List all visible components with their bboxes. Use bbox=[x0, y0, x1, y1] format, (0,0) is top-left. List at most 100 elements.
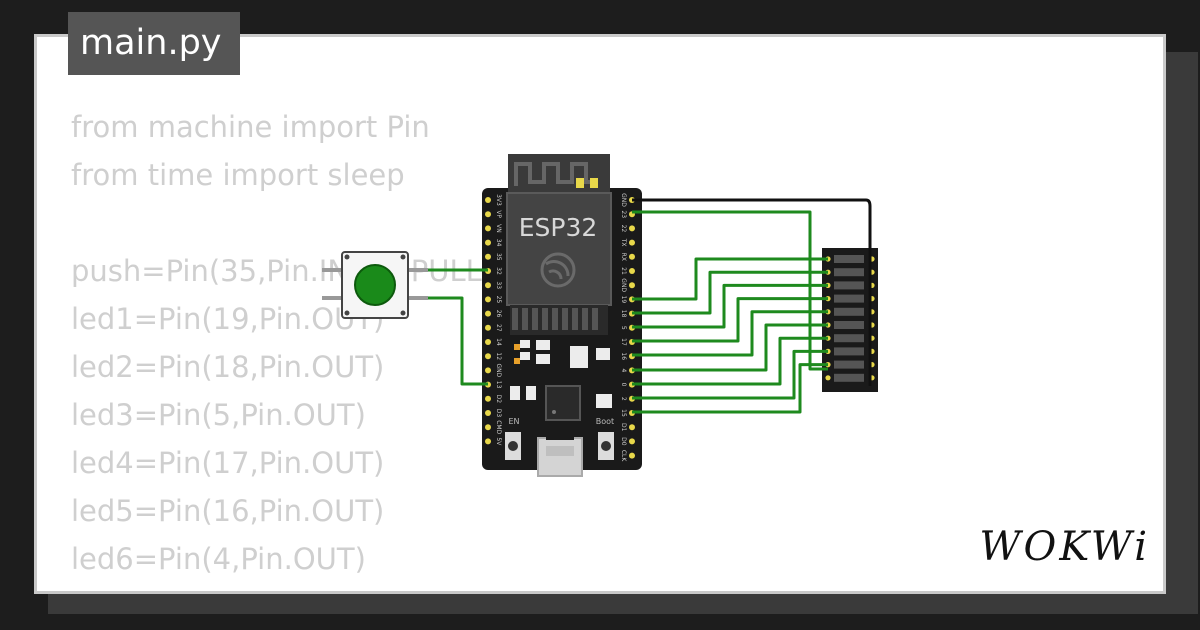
pin-34[interactable] bbox=[485, 239, 491, 246]
pin-label: 3V3 bbox=[495, 194, 502, 206]
pin-label: CMD bbox=[495, 420, 502, 434]
code-line: led6=Pin(4,Pin.OUT) bbox=[71, 542, 366, 576]
led-segment bbox=[834, 347, 864, 356]
pin-label: 35 bbox=[495, 253, 502, 261]
pin-27[interactable] bbox=[485, 324, 491, 331]
pin-5V[interactable] bbox=[485, 438, 491, 445]
pin-35[interactable] bbox=[485, 253, 491, 260]
pin-label: 5V bbox=[495, 437, 502, 446]
pin-label: 33 bbox=[495, 281, 502, 289]
pin-25[interactable] bbox=[485, 296, 491, 303]
pin-label: VN bbox=[495, 224, 502, 233]
pin-label: D0 bbox=[620, 437, 627, 446]
led-segment bbox=[834, 255, 864, 263]
pin-label: 34 bbox=[495, 239, 502, 247]
button-cap[interactable] bbox=[354, 264, 396, 306]
pin-label: 23 bbox=[620, 210, 627, 218]
file-tab[interactable]: main.py bbox=[68, 12, 240, 75]
wire bbox=[632, 310, 828, 357]
pin-14[interactable] bbox=[485, 339, 491, 345]
pin-12[interactable] bbox=[485, 353, 491, 360]
pin-VP[interactable] bbox=[485, 211, 491, 218]
pin-22[interactable] bbox=[629, 225, 635, 232]
usb-chip bbox=[545, 385, 581, 421]
wire bbox=[632, 198, 872, 386]
led-segment bbox=[834, 281, 864, 290]
esp32-label: ESP32 bbox=[519, 213, 598, 242]
led-pin bbox=[825, 375, 831, 381]
code-line: led1=Pin(19,Pin.OUT) bbox=[71, 302, 385, 336]
wire bbox=[632, 349, 828, 400]
pin-label: GND bbox=[495, 364, 502, 378]
wokwi-logo: WOKWi bbox=[979, 524, 1150, 570]
pin-label: RX bbox=[620, 253, 627, 261]
pin-GND[interactable] bbox=[485, 367, 491, 374]
boot-label: Boot bbox=[596, 417, 614, 426]
pin-label: GND bbox=[620, 278, 627, 292]
pin-label: 18 bbox=[620, 310, 627, 318]
pin-label: D1 bbox=[620, 423, 627, 432]
code-line: led4=Pin(17,Pin.OUT) bbox=[71, 446, 385, 480]
pin-label: TX bbox=[620, 238, 627, 247]
pin-3V3[interactable] bbox=[485, 197, 491, 203]
code-line: from machine import Pin bbox=[71, 110, 430, 144]
wire bbox=[632, 270, 828, 315]
pin-label: VP bbox=[495, 210, 502, 218]
pin-CMD[interactable] bbox=[485, 424, 491, 431]
pin-label: 32 bbox=[495, 267, 502, 275]
pin-label: CLK bbox=[620, 450, 627, 463]
pin-GND[interactable] bbox=[629, 282, 635, 289]
code-line: led2=Pin(18,Pin.OUT) bbox=[71, 350, 385, 384]
pin-D0[interactable] bbox=[629, 438, 635, 445]
pin-VN[interactable] bbox=[485, 225, 491, 232]
pin-label: 27 bbox=[495, 324, 502, 332]
pin-D3[interactable] bbox=[485, 410, 491, 416]
en-label: EN bbox=[508, 417, 519, 426]
wire bbox=[632, 257, 828, 301]
wire bbox=[632, 210, 828, 371]
pin-label: 13 bbox=[495, 381, 502, 389]
pin-label: 2 bbox=[620, 397, 627, 401]
pin-21[interactable] bbox=[629, 268, 635, 274]
espressif-icon bbox=[540, 252, 576, 288]
wire bbox=[428, 296, 488, 386]
pin-label: 12 bbox=[495, 352, 502, 360]
pin-label: D2 bbox=[495, 395, 502, 404]
pin-CLK[interactable] bbox=[629, 452, 635, 459]
led-segment bbox=[834, 268, 864, 277]
code-line: led5=Pin(16,Pin.OUT) bbox=[71, 494, 385, 528]
pin-33[interactable] bbox=[485, 282, 491, 289]
wire bbox=[632, 336, 828, 386]
pin-TX[interactable] bbox=[629, 239, 635, 246]
led-segment bbox=[834, 334, 864, 343]
pin-label: 5 bbox=[620, 326, 627, 330]
pin-label: 15 bbox=[620, 409, 627, 417]
wire bbox=[632, 297, 828, 343]
pin-label: 21 bbox=[620, 267, 627, 275]
wire bbox=[632, 323, 828, 372]
push-button[interactable] bbox=[322, 251, 428, 319]
pin-label: 22 bbox=[620, 225, 627, 233]
pin-D2[interactable] bbox=[485, 395, 491, 402]
pin-label: 17 bbox=[620, 338, 627, 346]
pin-RX[interactable] bbox=[629, 253, 635, 260]
code-listing: from machine import Pin from time import… bbox=[71, 103, 482, 591]
led-segment bbox=[834, 294, 864, 303]
usb-connector bbox=[537, 437, 583, 477]
pin-label: 26 bbox=[495, 310, 502, 318]
pin-label: 14 bbox=[495, 338, 502, 346]
led-segment bbox=[834, 307, 864, 316]
pin-D1[interactable] bbox=[629, 424, 635, 431]
wire bbox=[632, 363, 828, 414]
wire bbox=[632, 283, 828, 329]
pin-26[interactable] bbox=[485, 310, 491, 317]
code-line: from time import sleep bbox=[71, 158, 405, 192]
code-line: led7=Pin(2,Pin.OUT) bbox=[71, 583, 482, 591]
pin-label: 19 bbox=[620, 296, 627, 304]
pin-label: 16 bbox=[620, 352, 627, 360]
led-segment bbox=[834, 321, 864, 329]
pin-label: GND bbox=[620, 193, 627, 207]
